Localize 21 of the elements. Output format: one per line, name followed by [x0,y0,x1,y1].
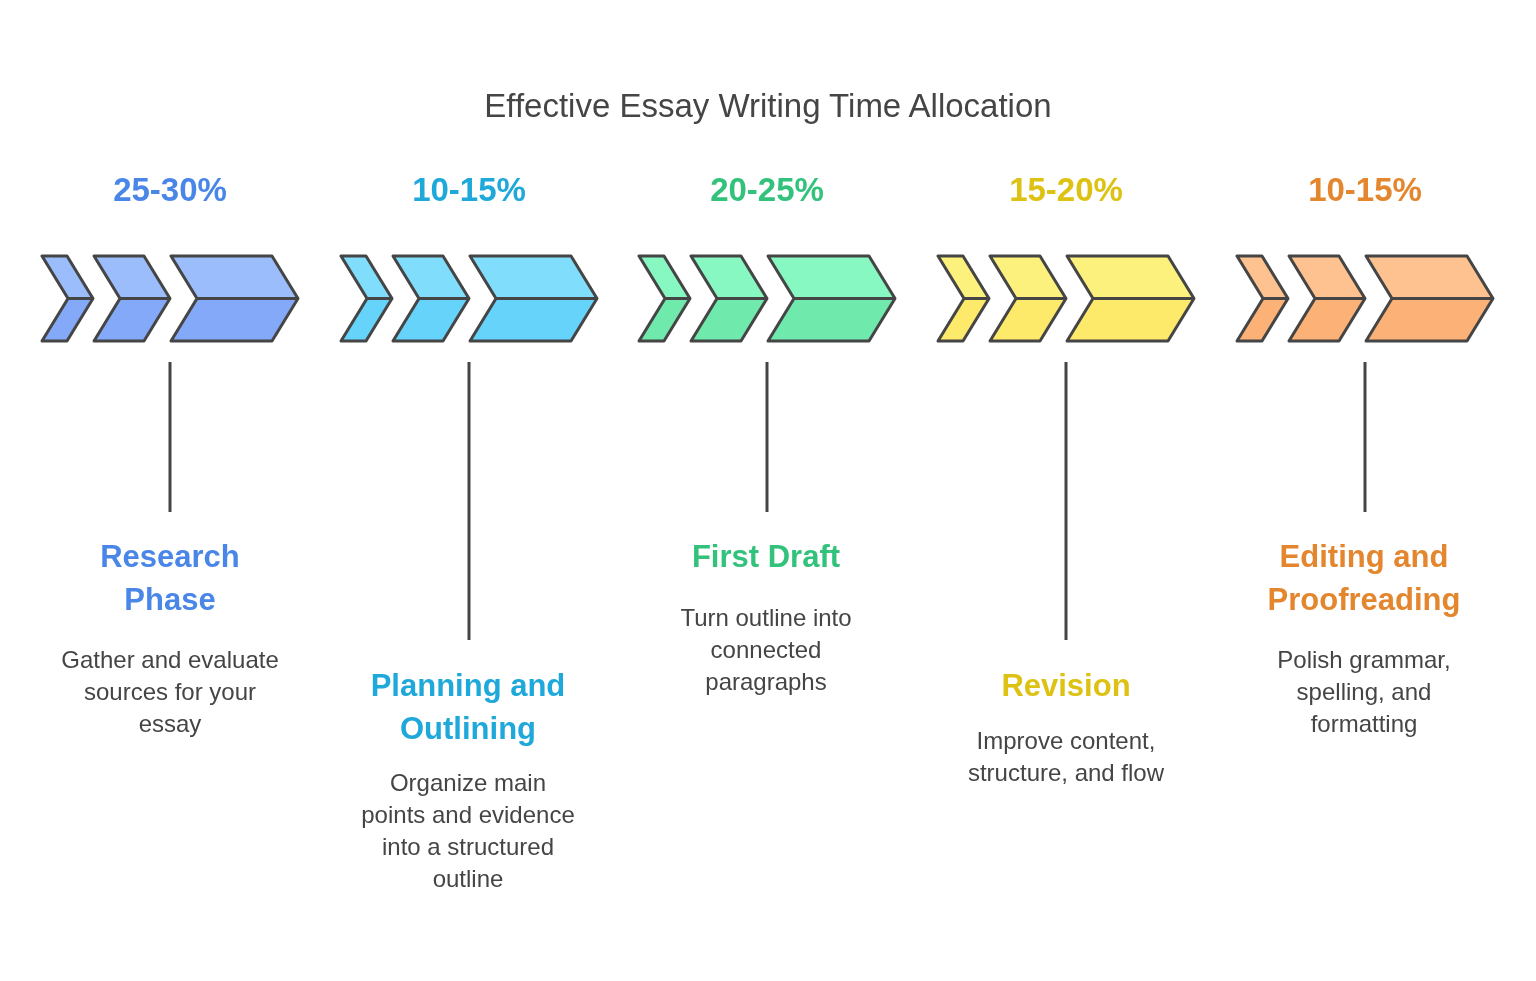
percentage-label: 10-15% [1307,171,1423,209]
step-description: Polish grammar, spelling, and formatting [1276,645,1452,739]
percentage-label: 25-30% [112,171,228,209]
step-title: Planning and Outlining [369,667,567,748]
step-description: Organize main points and evidence into a structured outline [360,768,576,894]
step-description: Turn outline into connected paragraphs [679,603,853,697]
percentage-label: 20-25% [709,171,825,209]
step-description: Gather and evaluate sources for your essay [60,645,280,739]
percentage-label: 10-15% [411,171,527,209]
step-title: Editing and Proofreading [1266,538,1462,619]
leader-line [1363,362,1367,512]
step-description: Improve content, structure, and flow [966,726,1166,788]
leader-line [765,362,769,512]
step-title: Research Phase [99,538,241,619]
leader-line [1064,362,1068,640]
step-title: First Draft [690,538,842,576]
step-title: Revision [1000,667,1132,705]
leader-line [467,362,471,640]
percentage-label: 15-20% [1008,171,1124,209]
diagram-title: Effective Essay Writing Time Allocation [483,86,1053,126]
leader-line [168,362,172,512]
